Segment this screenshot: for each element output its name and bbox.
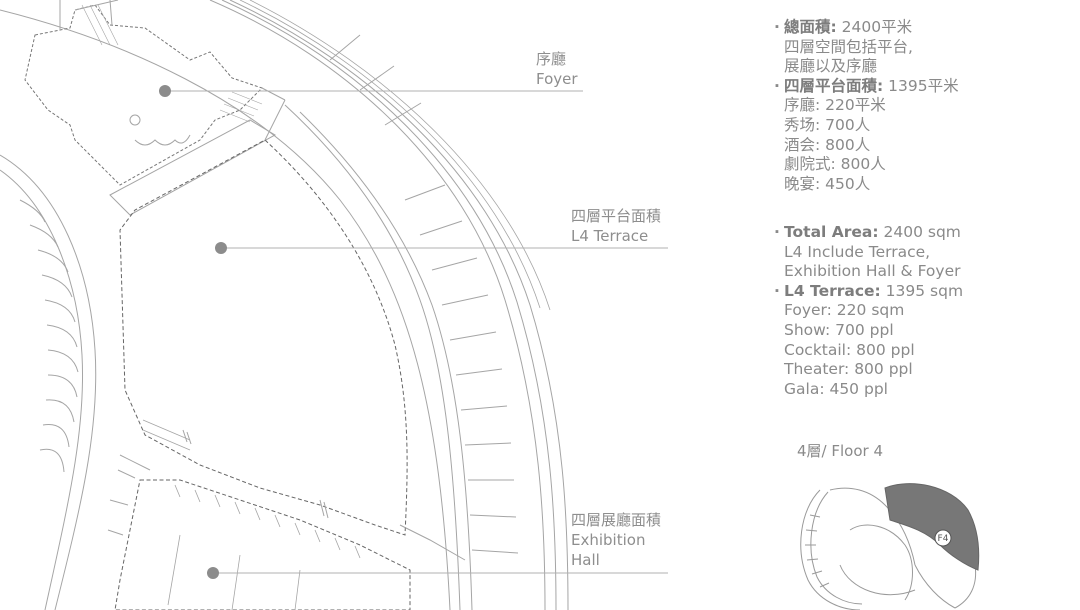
stat-total-area-en: Total Area: 2400 sqm bbox=[774, 223, 963, 243]
terrace-label-zh: 四層平台面積 bbox=[571, 207, 662, 225]
stat-line-zh: 酒会: 800人 bbox=[784, 135, 871, 154]
floor-label: 4層/ Floor 4 bbox=[797, 442, 883, 460]
stat-terrace-label-zh: 四層平台面積: bbox=[784, 76, 884, 95]
terrace-label: 四層平台面積 L4 Terrace bbox=[571, 206, 661, 246]
stat-terrace-zh: 四層平台面積: 1395平米 bbox=[774, 77, 959, 97]
floor-plan-drawing bbox=[0, 0, 668, 610]
stat-line-zh: 晚宴: 450人 bbox=[784, 174, 871, 193]
terrace-outline bbox=[119, 139, 408, 536]
stat-include-line1-en: L4 Include Terrace, bbox=[784, 242, 931, 261]
foyer-label-en: Foyer bbox=[536, 70, 578, 88]
stat-terrace-label-en: L4 Terrace: bbox=[784, 281, 881, 300]
stat-line-en: Foyer: 220 sqm bbox=[784, 301, 905, 320]
stat-include-line2-zh: 展廳以及序廳 bbox=[784, 57, 878, 76]
stat-include-line2-en: Exhibition Hall & Foyer bbox=[784, 262, 961, 281]
stat-total-value-en: 2400 sqm bbox=[883, 223, 961, 241]
exhibition-hall-outline bbox=[114, 479, 411, 610]
outer-shell-arc bbox=[209, 0, 546, 610]
left-building-outline bbox=[0, 154, 97, 610]
foyer-callout-marker bbox=[159, 85, 583, 97]
stat-line-en: Gala: 450 ppl bbox=[784, 379, 888, 398]
floor-4-highlight bbox=[884, 483, 980, 571]
terrace-callout-marker bbox=[215, 242, 668, 254]
exhibition-callout-marker bbox=[207, 567, 668, 579]
stats-english: Total Area: 2400 sqm L4 Include Terrace,… bbox=[774, 223, 963, 399]
foyer-room-outline bbox=[24, 4, 263, 186]
stat-terrace-value-zh: 1395平米 bbox=[888, 76, 959, 95]
stat-terrace-value-en: 1395 sqm bbox=[885, 281, 964, 300]
foyer-label: 序廳 Foyer bbox=[536, 49, 578, 89]
stat-total-value-zh: 2400平米 bbox=[841, 18, 913, 36]
inner-ring-arc bbox=[0, 9, 451, 610]
stat-terrace-en: L4 Terrace: 1395 sqm bbox=[774, 282, 963, 302]
floor-badge: F4 bbox=[938, 534, 949, 544]
foyer-label-zh: 序廳 bbox=[536, 50, 567, 68]
stat-line-en: Show: 700 ppl bbox=[784, 320, 894, 339]
exhibition-label-zh: 四層展廳面積 bbox=[571, 511, 662, 529]
exhibition-label: 四層展廳面積 Exhibition Hall bbox=[571, 510, 661, 570]
stats-chinese: 總面積: 2400平米 四層空間包括平台, 展廳以及序廳 四層平台面積: 139… bbox=[774, 18, 959, 194]
stat-line-en: Cocktail: 800 ppl bbox=[784, 340, 915, 359]
stat-total-label-zh: 總面積: bbox=[784, 18, 837, 36]
building-key-plan: F4 bbox=[800, 483, 980, 610]
stat-line-zh: 秀场: 700人 bbox=[784, 115, 871, 134]
exhibition-label-en1: Exhibition bbox=[571, 531, 646, 549]
exhibition-label-en2: Hall bbox=[571, 551, 600, 569]
stat-include-line1-zh: 四層空間包括平台, bbox=[784, 37, 913, 56]
stat-line-zh: 劇院式: 800人 bbox=[784, 155, 886, 174]
terrace-label-en: L4 Terrace bbox=[571, 227, 649, 245]
stat-total-area-zh: 總面積: 2400平米 bbox=[774, 18, 959, 38]
stat-total-label-en: Total Area: bbox=[784, 223, 879, 241]
stat-line-en: Theater: 800 ppl bbox=[784, 360, 913, 379]
stat-line-zh: 序廳: 220平米 bbox=[784, 96, 886, 115]
